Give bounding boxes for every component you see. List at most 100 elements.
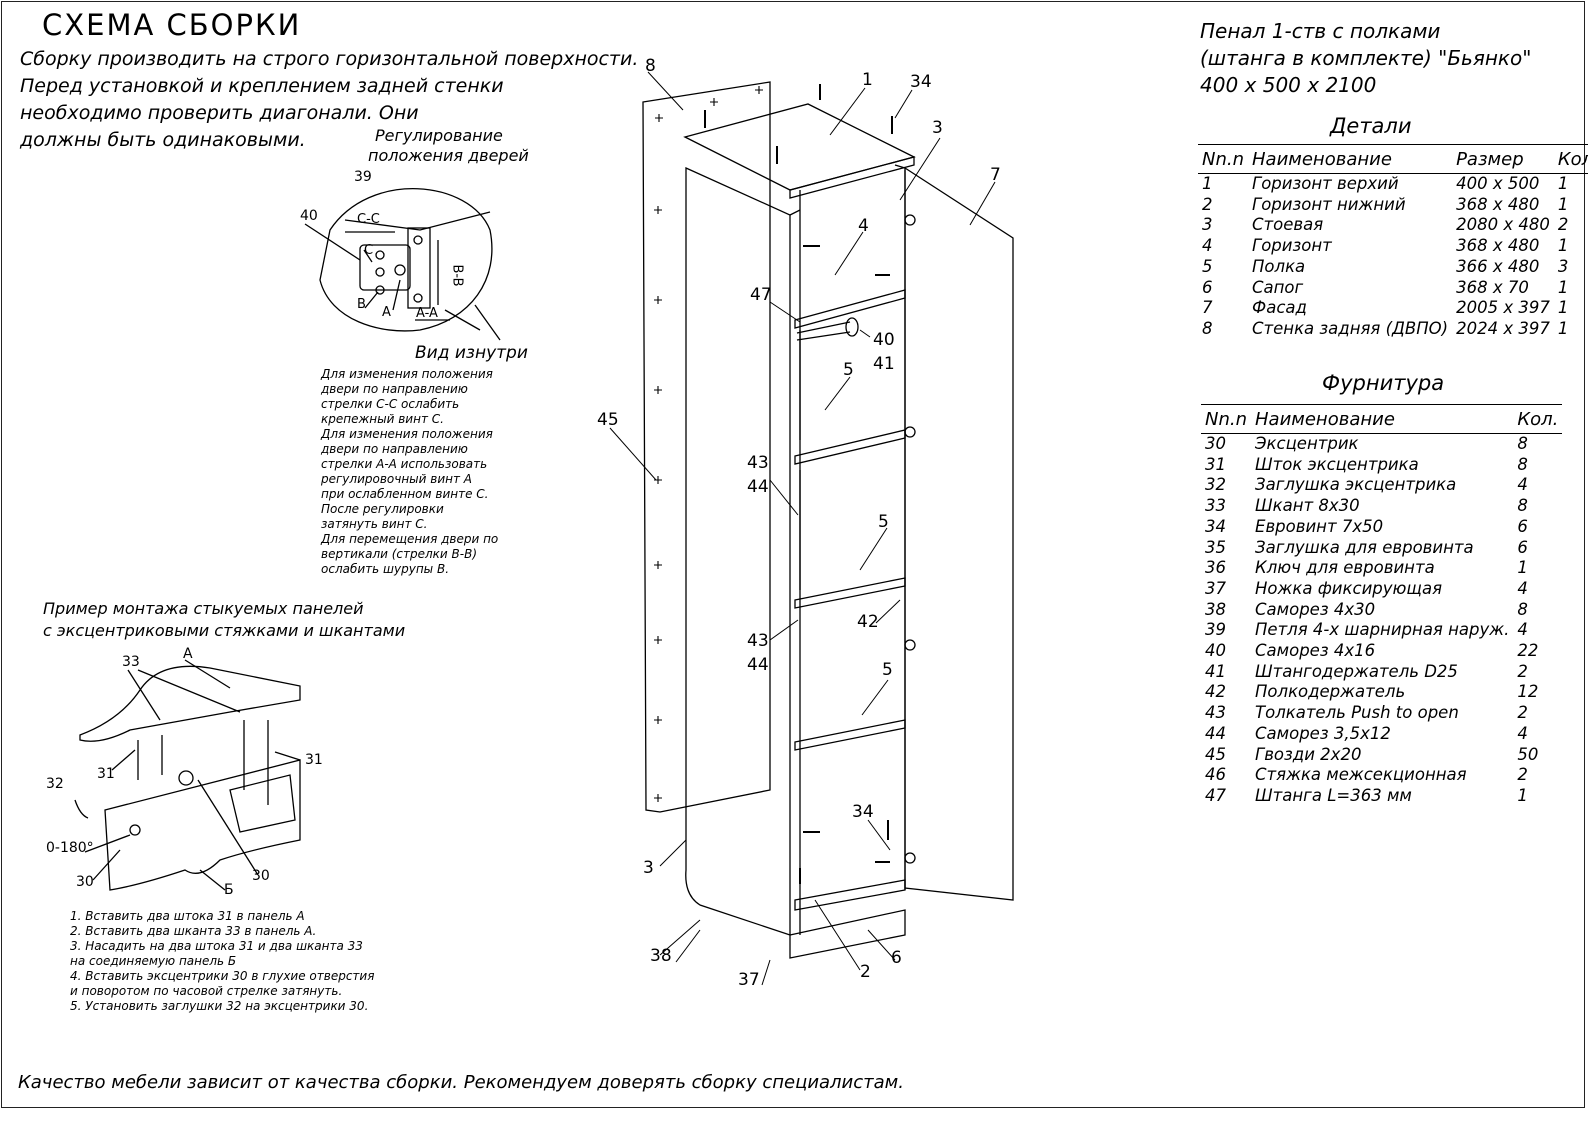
table-cell: 37 (1205, 578, 1226, 598)
table-cell: 34 (1205, 516, 1226, 536)
product-subtitle: (штанга в комплекте) "Бьянко" (1200, 46, 1532, 70)
table-cell: 39 (1205, 620, 1226, 640)
note-line: 1. Вставить два штока 31 в панель А (70, 909, 305, 923)
table-cell: 368 x 480 (1456, 236, 1540, 256)
detail-label: 33 (122, 654, 140, 670)
table-cell: 22 (1517, 641, 1539, 661)
table-cell: Ключ для евровинта (1255, 558, 1435, 578)
details-table: Nn.n Наименование Размер Кол. 1Горизонт … (1198, 144, 1588, 340)
table-cell: 8 (1517, 599, 1528, 619)
product-title: Пенал 1-ств с полками (штанга в комплект… (1200, 18, 1531, 99)
table-cell: 368 x 70 (1456, 277, 1529, 297)
joint-heading-2: с эксцентриковыми стяжками и шкантами (43, 621, 406, 640)
table-cell: 1 (1557, 277, 1569, 297)
top-panel-edge (789, 156, 915, 199)
part-label: 44 (747, 655, 769, 675)
table-cell: 38 (1205, 599, 1226, 619)
table-cell: 8 (1517, 496, 1528, 516)
part-label: 47 (750, 285, 772, 305)
part-label: 7 (990, 165, 1001, 185)
table-cell: 32 (1205, 475, 1226, 495)
table-cell: Полка (1252, 256, 1306, 276)
table-cell: Полкодержатель (1255, 682, 1406, 702)
footer-note: Качество мебели зависит от качества сбор… (18, 1072, 904, 1093)
detail-label: 32 (46, 776, 64, 792)
table-cell: 5 (1202, 256, 1213, 276)
table-cell: 4 (1517, 620, 1528, 640)
table-cell: Заглушка для евровинта (1255, 537, 1474, 557)
table-cell: 12 (1517, 682, 1539, 702)
table-cell: Шток эксцентрика (1255, 454, 1419, 474)
table-cell: Петля 4-х шарнирная наруж. (1255, 620, 1510, 640)
back-panel (642, 81, 771, 813)
table-cell: 4 (1517, 723, 1528, 743)
note-line: 2. Вставить два шканта 33 в панель А. (70, 924, 317, 938)
details-col-name: Наименование (1252, 148, 1392, 170)
note-line: Для изменения положения (321, 427, 493, 441)
table-cell: Эксцентрик (1255, 434, 1359, 453)
part-label: 5 (882, 660, 893, 680)
part-label: 42 (857, 612, 879, 632)
table-cell: 7 (1202, 298, 1213, 318)
table-cell: 366 x 480 (1456, 256, 1540, 276)
table-cell: Горизонт (1252, 236, 1332, 256)
intro-line: Перед установкой и креплением задней сте… (20, 75, 504, 97)
note-line: После регулировки (321, 502, 444, 516)
table-cell: Саморез 4x16 (1255, 641, 1376, 661)
table-cell: Евровинт 7x50 (1255, 516, 1384, 536)
part-label: 34 (910, 72, 932, 92)
part-label: 41 (873, 354, 895, 374)
leader-lines (609, 71, 996, 986)
door-adjust-heading: Регулирование (375, 126, 503, 145)
part-label: 43 (747, 453, 769, 473)
product-name: Пенал 1-ств с полками (1200, 19, 1441, 43)
table-cell: 30 (1205, 434, 1226, 453)
detail-label: 31 (97, 766, 115, 782)
detail-label: C (364, 243, 374, 258)
hanging-rod (796, 317, 859, 341)
table-cell: Ножка фиксирующая (1255, 578, 1443, 598)
table-cell: 43 (1205, 703, 1226, 723)
note-line: 4. Вставить эксцентрики 30 в глухие отве… (70, 969, 375, 983)
table-cell: Сапог (1252, 277, 1304, 297)
page-title: СХЕМА СБОРКИ (42, 8, 302, 42)
intro-line: необходимо проверить диагонали. Они (20, 102, 419, 124)
table-cell: 8 (1202, 318, 1213, 338)
note-line: при ослабленном винте С. (321, 487, 489, 501)
part-label: 5 (878, 512, 889, 532)
assembly-intro: Сборку производить на строго горизонталь… (20, 46, 638, 154)
note-line: затянуть винт С. (321, 517, 428, 531)
part-label: 2 (860, 962, 871, 982)
note-line: двери по направлению (321, 382, 468, 396)
table-cell: 8 (1517, 454, 1528, 474)
table-row: 34 Евровинт 7x50 6 (1201, 517, 1562, 538)
table-cell: 46 (1205, 765, 1226, 785)
shelves (794, 289, 906, 911)
table-cell: 35 (1205, 537, 1226, 557)
table-cell: 3 (1557, 256, 1569, 276)
part-label: 37 (738, 970, 760, 990)
part-label: 44 (747, 477, 769, 497)
table-cell: 1 (1517, 558, 1528, 578)
detail-label: B-B (449, 264, 465, 287)
table-cell: 3 (1202, 215, 1213, 235)
screw-icons (704, 84, 893, 884)
details-col-size: Размер (1456, 148, 1524, 170)
table-cell: 6 (1517, 516, 1528, 536)
